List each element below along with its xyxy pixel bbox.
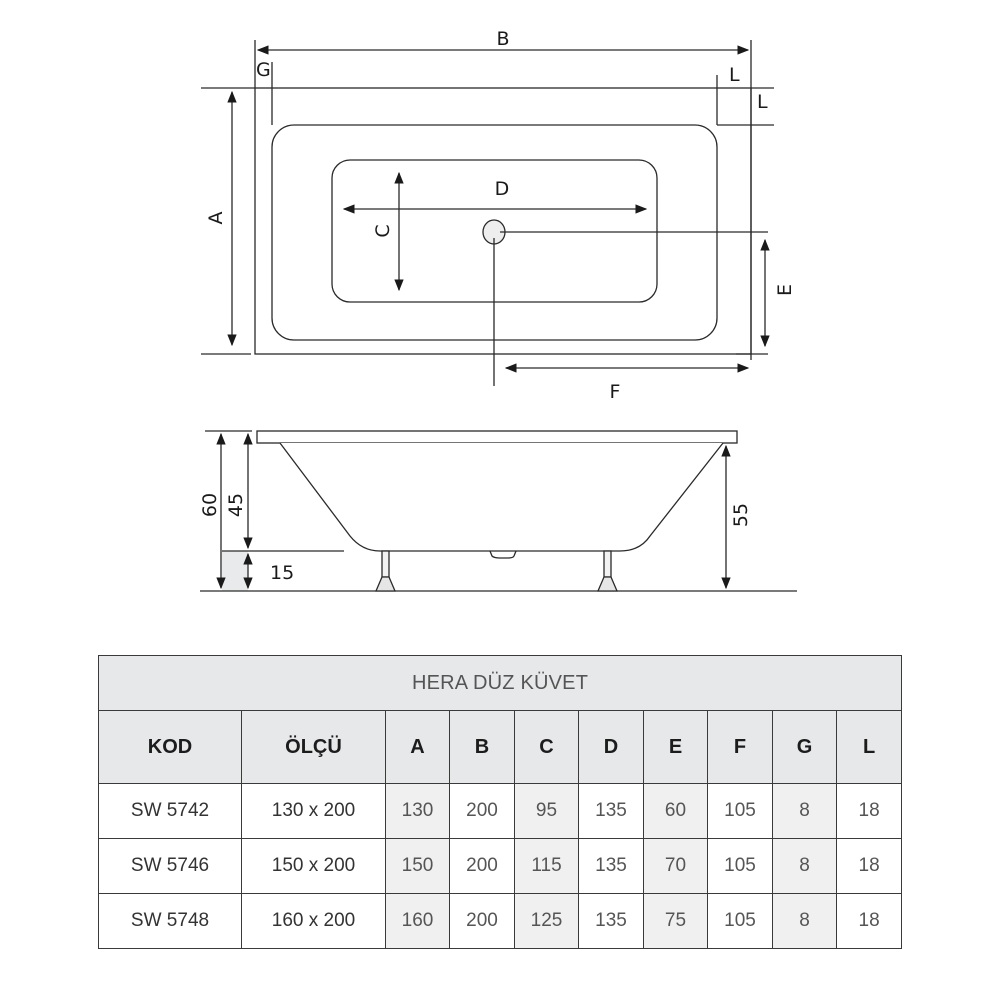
- dim-label-d: D: [495, 178, 510, 200]
- dim-label-e: E: [774, 284, 796, 296]
- dim-label-l-side: L: [757, 91, 768, 113]
- cell-d: 135: [578, 838, 644, 894]
- header-c: C: [514, 710, 579, 784]
- cell-g: 8: [772, 838, 837, 894]
- cell-a: 150: [385, 838, 450, 894]
- cell-e: 60: [643, 783, 708, 839]
- table-row: SW 5742 130 x 200 130 200 95 135 60 105 …: [98, 783, 903, 839]
- table-header-row: KOD ÖLÇÜ A B C D E F G L: [98, 710, 903, 784]
- tub-rim: [256, 430, 738, 444]
- table-row: SW 5748 160 x 200 160 200 125 135 75 105…: [98, 893, 903, 949]
- cell-olcu: 160 x 200: [241, 893, 386, 949]
- dim-label-g: G: [256, 59, 271, 81]
- cell-kod: SW 5748: [98, 893, 242, 949]
- leg-right: [597, 550, 618, 592]
- cell-a: 160: [385, 893, 450, 949]
- header-e: E: [643, 710, 708, 784]
- top-view: [201, 40, 774, 386]
- cell-l: 18: [835, 893, 903, 949]
- cell-g: 8: [772, 893, 837, 949]
- side-view: [200, 430, 797, 592]
- dim-label-l-top: L: [729, 64, 740, 86]
- cell-f: 105: [707, 783, 773, 839]
- cell-b: 200: [449, 783, 515, 839]
- table-title-row: HERA DÜZ KÜVET: [97, 655, 903, 711]
- dim-label-b: B: [496, 28, 509, 50]
- cell-g: 8: [772, 783, 837, 839]
- cell-c: 115: [514, 838, 579, 894]
- cell-f: 105: [707, 838, 773, 894]
- cell-e: 70: [643, 838, 708, 894]
- leg-height-shading: [222, 551, 248, 591]
- cell-a: 130: [385, 783, 450, 839]
- header-l: L: [835, 710, 903, 784]
- table-title: HERA DÜZ KÜVET: [97, 655, 903, 711]
- cell-l: 18: [835, 838, 903, 894]
- cell-c: 95: [514, 783, 579, 839]
- cell-kod: SW 5742: [98, 783, 242, 839]
- cell-olcu: 130 x 200: [241, 783, 386, 839]
- cell-c: 125: [514, 893, 579, 949]
- cell-b: 200: [449, 838, 515, 894]
- cell-kod: SW 5746: [98, 838, 242, 894]
- cell-l: 18: [835, 783, 903, 839]
- header-b: B: [449, 710, 515, 784]
- tub-outer-rim: [254, 87, 752, 355]
- table-row: SW 5746 150 x 200 150 200 115 135 70 105…: [98, 838, 903, 894]
- dim-label-leg-height: 15: [270, 562, 294, 584]
- cell-d: 135: [578, 893, 644, 949]
- leg-left: [375, 550, 396, 592]
- cell-d: 135: [578, 783, 644, 839]
- cell-b: 200: [449, 893, 515, 949]
- dimension-spec-table: HERA DÜZ KÜVET KOD ÖLÇÜ A B C D E F G L …: [97, 655, 903, 949]
- dim-label-c: C: [372, 224, 394, 237]
- header-kod: KOD: [98, 710, 242, 784]
- dim-label-rim-height: 55: [730, 503, 752, 527]
- header-olcu: ÖLÇÜ: [241, 710, 386, 784]
- dim-label-f: F: [610, 381, 621, 403]
- cell-olcu: 150 x 200: [241, 838, 386, 894]
- cell-e: 75: [643, 893, 708, 949]
- dim-label-a: A: [205, 212, 227, 225]
- dim-label-total-height: 60: [199, 493, 221, 517]
- tub-body: [279, 442, 724, 552]
- header-g: G: [772, 710, 837, 784]
- dim-label-tub-depth: 45: [225, 493, 247, 517]
- cell-f: 105: [707, 893, 773, 949]
- drain-outlet: [489, 550, 517, 559]
- header-d: D: [578, 710, 644, 784]
- header-a: A: [385, 710, 450, 784]
- bathtub-technical-drawing: B G L L A D C E F: [199, 28, 797, 592]
- header-f: F: [707, 710, 773, 784]
